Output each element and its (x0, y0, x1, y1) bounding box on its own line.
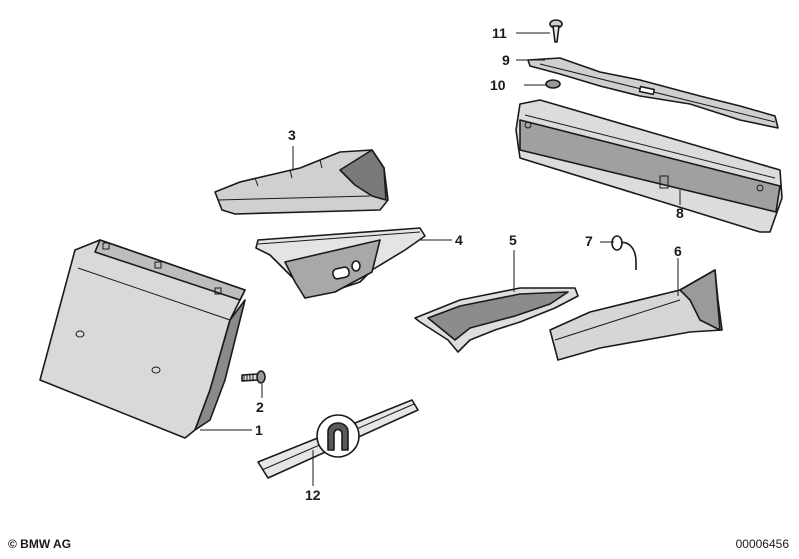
callout-10[interactable]: 10 (490, 77, 506, 93)
callout-7[interactable]: 7 (585, 233, 593, 249)
callout-1[interactable]: 1 (255, 422, 263, 438)
callout-11[interactable]: 11 (492, 25, 507, 41)
part-3-cover[interactable] (214, 149, 389, 215)
part-5-bracket[interactable] (414, 287, 579, 353)
callout-8[interactable]: 8 (676, 205, 684, 221)
part-6-bracket[interactable] (549, 269, 723, 361)
callout-6[interactable]: 6 (674, 243, 682, 259)
leader-lines (200, 32, 681, 486)
part-12-seal[interactable] (257, 399, 419, 479)
callout-12[interactable]: 12 (305, 487, 321, 503)
part-9-strip[interactable] (527, 57, 779, 129)
callout-2[interactable]: 2 (256, 399, 264, 415)
part-8-crossmember[interactable] (515, 99, 783, 233)
callout-3[interactable]: 3 (288, 127, 296, 143)
callout-4[interactable]: 4 (455, 232, 463, 248)
callouts: 1 2 3 4 5 6 7 8 9 10 11 12 (255, 25, 684, 503)
part-4-bracket[interactable] (255, 227, 426, 299)
part-11-screw[interactable] (549, 19, 563, 43)
callout-9[interactable]: 9 (502, 52, 510, 68)
part-1-panel[interactable] (39, 239, 246, 439)
part-10-clip[interactable] (545, 79, 561, 89)
copyright-text: © BMW AG (8, 537, 72, 551)
part-2-screw[interactable] (241, 370, 266, 384)
callout-5[interactable]: 5 (509, 232, 517, 248)
part-7-hose[interactable] (611, 235, 637, 270)
diagram-number: 00006456 (735, 537, 789, 551)
